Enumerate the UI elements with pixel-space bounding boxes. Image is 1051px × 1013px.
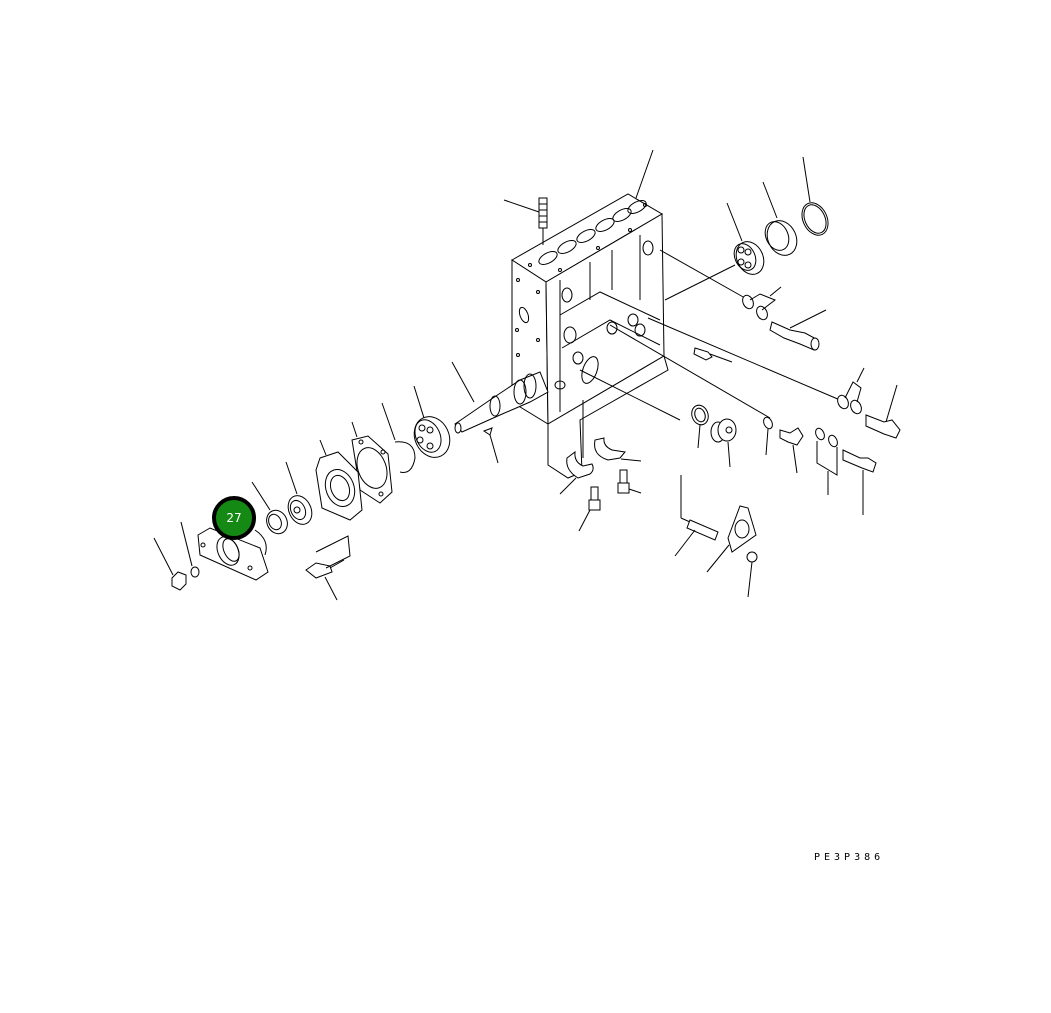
nut-flange[interactable] [153, 537, 187, 591]
bracket-half-left[interactable] [559, 450, 594, 495]
gasket-triangular[interactable] [706, 505, 757, 573]
callout-badge-27[interactable]: 27 [212, 496, 256, 540]
bearing-right[interactable] [730, 237, 769, 279]
stud-lower[interactable] [693, 347, 733, 363]
banjo-bolt-upper[interactable] [769, 309, 827, 351]
bearing-left[interactable] [408, 385, 457, 463]
plug[interactable] [710, 418, 737, 468]
woodruff-key[interactable] [482, 427, 499, 464]
nut-lower[interactable] [746, 551, 758, 598]
bolt-bracket-left[interactable] [578, 486, 601, 532]
bracket-half-right[interactable] [594, 437, 642, 462]
stud-lower-bottom[interactable] [674, 475, 719, 557]
washer-small[interactable] [762, 416, 774, 456]
valve-screw[interactable] [779, 427, 804, 474]
bolt-cover[interactable] [305, 535, 351, 601]
ball-bearing[interactable] [284, 461, 317, 528]
bolt-bracket-right[interactable] [617, 469, 642, 494]
pump-housing[interactable] [511, 193, 669, 479]
bearing-race-right[interactable] [761, 216, 803, 260]
collar[interactable] [251, 481, 291, 537]
drawing-code-label: PE3P386 [814, 852, 885, 863]
snap-ring[interactable] [381, 402, 416, 473]
banjo-bolt-right[interactable] [865, 384, 901, 439]
bearing-cover[interactable] [315, 439, 363, 521]
gasket-ring[interactable] [689, 403, 711, 449]
flange-cover[interactable] [197, 527, 269, 581]
hollow-bolt-lower[interactable] [842, 449, 877, 515]
o-ring-right[interactable] [797, 199, 833, 240]
washer-pair-lower[interactable] [814, 427, 839, 495]
washer-pair-middle[interactable] [836, 367, 865, 415]
camshaft[interactable] [451, 361, 549, 434]
washer-pair-upper[interactable] [741, 286, 782, 321]
washer-flange[interactable] [180, 521, 200, 578]
